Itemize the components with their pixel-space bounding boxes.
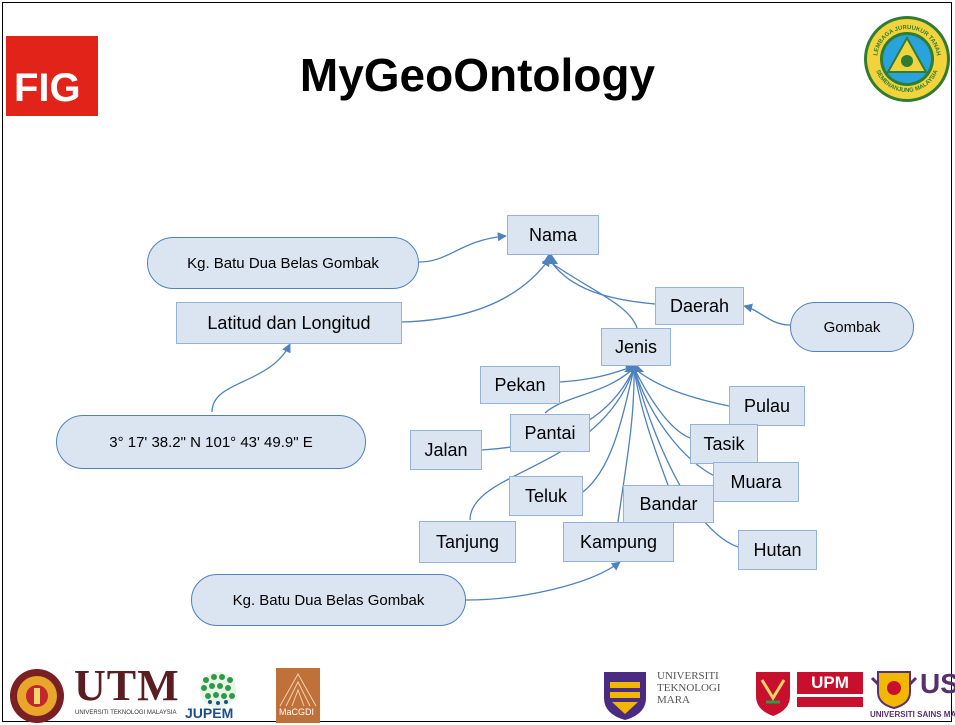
edge-pulau-to-jenis [633,367,730,407]
macgdi-logo: MaCGDI [276,668,320,723]
utm-crest-logo [10,669,64,723]
upm-logo-subbar [797,697,863,707]
uitm-line-2: TEKNOLOGI [657,682,721,694]
edge-daerah-to-nama [549,259,656,305]
node-pantai: Pantai [510,414,590,452]
edge-kg-bottom-to-kampung [465,561,621,601]
node-nama: Nama [507,215,599,255]
edge-pantai-to-jenis [544,367,635,414]
node-kampung: Kampung [563,522,674,562]
instance-kg-top: Kg. Batu Dua Belas Gombak [147,237,419,289]
upm-logo-text: UPM [797,672,863,694]
edge-tasik-to-jenis [633,367,691,439]
node-daerah: Daerah [655,287,744,325]
node-latitud: Latitud dan Longitud [176,302,402,344]
utm-logo-subtitle: UNIVERSITI TEKNOLOGI MALAYSIA [75,710,177,716]
jupem-globe-logo [200,672,236,708]
edge-gombak-to-daerah [743,303,791,326]
instance-gombak: Gombak [790,302,914,352]
edge-kg-to-nama [418,232,507,263]
node-hutan: Hutan [738,530,817,570]
usm-logo-subtitle: UNIVERSITI SAINS MALAYSIA [870,710,955,719]
node-jenis: Jenis [601,328,671,366]
node-tanjung: Tanjung [419,521,516,563]
macgdi-logo-text: MaCGDI [279,707,315,717]
arrowhead-jenis [624,362,644,372]
node-pekan: Pekan [480,366,560,404]
node-teluk: Teluk [509,476,583,516]
uitm-line-3: MARA [657,694,691,706]
fig-logo: FIG [6,36,98,116]
node-tasik: Tasik [690,424,758,464]
edge-coords-to-latitud [211,343,291,413]
fig-logo-text: FIG [14,66,81,110]
arrowhead-nama [542,252,558,264]
macgdi-pattern-icon [279,672,317,707]
usm-crest-logo [870,671,918,710]
instance-kg-bottom: Kg. Batu Dua Belas Gombak [191,574,466,626]
uitm-logo-text: UNIVERSITI TEKNOLOGI MARA [657,670,721,706]
jupem-seal-logo: LEMBAGA JURUUKUR TANAH SEMENANJUNG MALAY… [864,16,950,102]
jupem-logo-text: JUPEM [185,705,234,721]
edge-pekan-to-jenis [559,364,635,383]
node-bandar: Bandar [623,485,714,523]
edge-muara-to-jenis [633,367,726,481]
edge-hutan-to-jenis [633,367,739,548]
node-muara: Muara [713,462,799,502]
utm-logo-text: UTM [74,661,180,710]
edge-teluk-to-jenis [582,367,635,493]
edge-latitud-to-nama [401,257,551,323]
edge-tanjung-to-jenis [469,367,635,521]
uitm-shield-logo [604,672,646,720]
slide-title: MyGeoOntology [299,49,656,101]
edge-bandar-to-jenis [633,367,669,486]
edge-kampung-to-jenis [617,367,635,523]
instance-coords: 3° 17' 38.2" N 101° 43' 49.9" E [56,415,366,469]
usm-logo-text: USM [920,668,955,699]
node-jalan: Jalan [410,430,482,470]
node-pulau: Pulau [729,386,805,426]
uitm-line-1: UNIVERSITI [657,670,719,682]
edge-jenis-to-nama [549,261,638,329]
upm-crest-logo [756,672,790,716]
